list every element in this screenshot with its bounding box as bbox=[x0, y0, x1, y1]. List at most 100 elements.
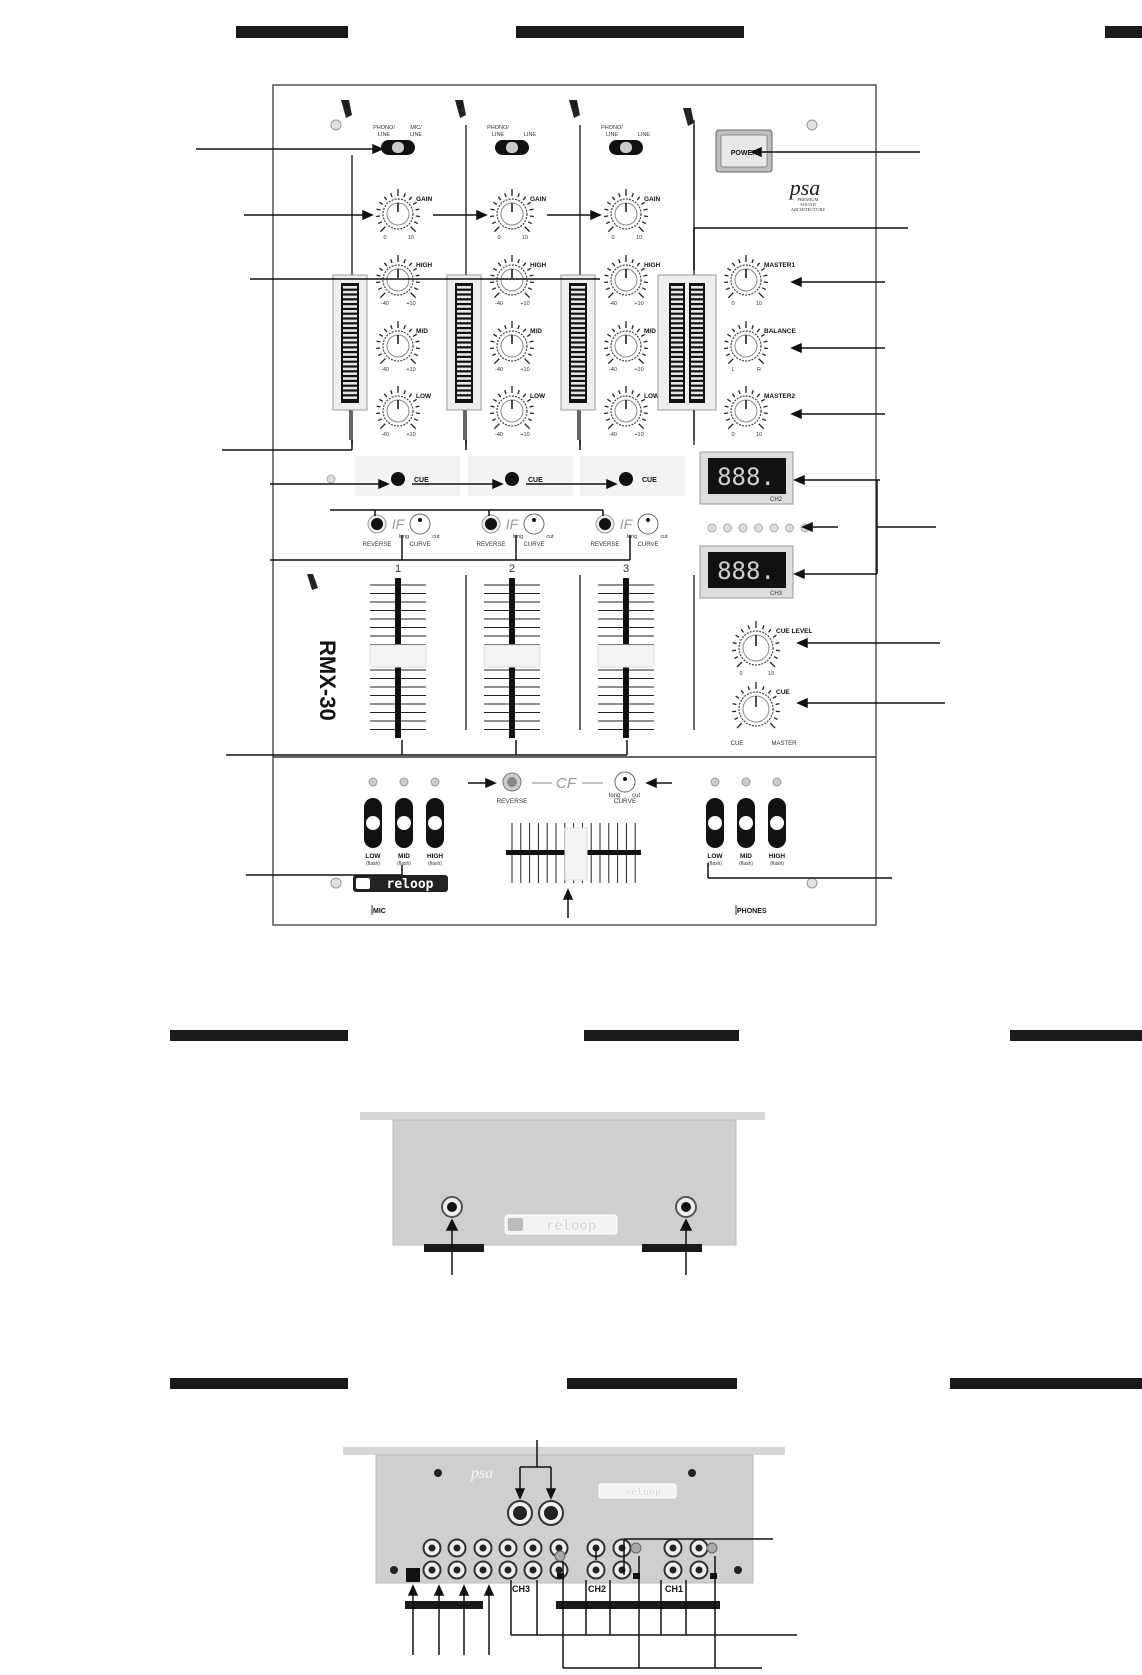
meter-segment bbox=[343, 391, 357, 395]
mic-jack[interactable] bbox=[441, 1196, 463, 1218]
rec-out-top-1[interactable] bbox=[447, 1538, 467, 1558]
rear-psa-text: psa bbox=[470, 1465, 493, 1482]
if-reverse-label: REVERSE bbox=[363, 542, 392, 548]
low-knob-ch1[interactable]: LOW-40+10 bbox=[376, 386, 432, 438]
rec-out-bot-1[interactable] bbox=[447, 1560, 467, 1580]
knob-max-label: 10 bbox=[768, 671, 774, 677]
arrow-head bbox=[562, 888, 574, 900]
cue-button-ch3[interactable] bbox=[619, 472, 633, 486]
rear-screw-left bbox=[390, 1566, 398, 1574]
mid-knob-ch3[interactable]: MID-40+10 bbox=[604, 321, 656, 373]
jack-pin bbox=[428, 1566, 436, 1574]
aux-bot[interactable] bbox=[498, 1560, 518, 1580]
ch2-in-bot-1[interactable] bbox=[612, 1560, 632, 1580]
ch2-in-top-1[interactable] bbox=[612, 1538, 632, 1558]
master-meter-seg-l bbox=[671, 348, 683, 351]
knob-tick bbox=[751, 259, 754, 264]
master-meter-seg-l bbox=[671, 386, 683, 390]
switch-left-label-b: LINE bbox=[606, 132, 619, 138]
rear-screw-right bbox=[734, 1566, 742, 1574]
knob-tick bbox=[410, 226, 417, 233]
left-kill-low[interactable]: LOW(flash) bbox=[364, 777, 382, 867]
phones-jack[interactable] bbox=[675, 1196, 697, 1218]
cue-button-ch1[interactable] bbox=[391, 472, 405, 486]
if-reverse-button-ch1[interactable] bbox=[367, 514, 387, 534]
if-curve-knob-ch2[interactable] bbox=[523, 513, 545, 535]
power-button[interactable]: POWER bbox=[715, 129, 773, 173]
high-knob-ch2[interactable]: HIGH-40+10 bbox=[490, 255, 547, 307]
if-long-label: long bbox=[513, 534, 523, 540]
if-curve-knob-ch3[interactable] bbox=[637, 513, 659, 535]
knob-max-label: R bbox=[757, 367, 761, 373]
ch3-in-bot-0[interactable] bbox=[523, 1560, 543, 1580]
if-curve-knob-ch1[interactable] bbox=[409, 513, 431, 535]
low-knob-ch3[interactable]: LOW-40+10 bbox=[604, 386, 660, 438]
meter-segment bbox=[343, 382, 357, 385]
right-kill-mid[interactable]: MID(flash) bbox=[737, 777, 755, 867]
cue-mix-max-label: MASTER bbox=[771, 741, 797, 747]
if-reverse-button-ch2[interactable] bbox=[481, 514, 501, 534]
ch1-in-top-1[interactable] bbox=[689, 1538, 709, 1558]
ch1-in-top-0[interactable] bbox=[663, 1538, 683, 1558]
if-reverse-button-ch3[interactable] bbox=[595, 514, 615, 534]
knob-tick bbox=[618, 259, 621, 264]
ch2-in-bot-0[interactable] bbox=[586, 1560, 606, 1580]
knob-tick bbox=[376, 405, 381, 408]
crossfader-slider[interactable] bbox=[506, 823, 641, 883]
knob-min-label: -40 bbox=[381, 301, 389, 307]
knob-tick bbox=[524, 358, 531, 365]
master-xlr-out-2[interactable] bbox=[538, 1500, 564, 1526]
rec-out-bot-0[interactable] bbox=[422, 1560, 442, 1580]
rec-out-bot-2[interactable] bbox=[473, 1560, 493, 1580]
knob-tick bbox=[390, 390, 393, 395]
rear-panel: psa reloop CH3 CH2 CH1 bbox=[343, 1440, 797, 1669]
knob-label: LOW bbox=[644, 393, 660, 400]
channel-fader-ch2[interactable]: 2 bbox=[483, 563, 541, 738]
mid-knob-ch2[interactable]: MID-40+10 bbox=[490, 321, 542, 373]
low-knob-ch2[interactable]: LOW-40+10 bbox=[490, 386, 546, 438]
left-kill-high[interactable]: HIGH(flash) bbox=[426, 777, 444, 867]
knob-tick bbox=[607, 358, 614, 365]
ch1-in-bot-0[interactable] bbox=[663, 1560, 683, 1580]
high-knob-ch3[interactable]: HIGH-40+10 bbox=[604, 255, 661, 307]
rec-out-top-0[interactable] bbox=[422, 1538, 442, 1558]
master-xlr-out-1[interactable] bbox=[507, 1500, 533, 1526]
right-kill-high[interactable]: HIGH(flash) bbox=[768, 777, 786, 867]
left-kill-mid[interactable]: MID(flash) bbox=[395, 777, 413, 867]
cf-reverse-button[interactable] bbox=[502, 772, 522, 792]
meter-segment bbox=[343, 300, 357, 303]
high-knob-ch1[interactable]: HIGH-40+10 bbox=[376, 255, 433, 307]
knob-min-label: -40 bbox=[609, 432, 617, 438]
right-kill-low[interactable]: LOW(flash) bbox=[706, 777, 724, 867]
cue-button-ch2[interactable] bbox=[505, 472, 519, 486]
ch3-in-top-0[interactable] bbox=[523, 1538, 543, 1558]
knob-tick bbox=[727, 333, 732, 337]
mid-knob-ch1[interactable]: MID-40+10 bbox=[376, 321, 428, 373]
heading-bar-3-center bbox=[567, 1378, 737, 1389]
kill-thumb bbox=[770, 816, 784, 830]
channel-fader-ch1[interactable]: 1 bbox=[369, 563, 427, 738]
ch1-in-bot-1[interactable] bbox=[689, 1560, 709, 1580]
rec-out-top-2[interactable] bbox=[473, 1538, 493, 1558]
arrow-head bbox=[378, 478, 390, 490]
kill-led bbox=[710, 777, 720, 787]
cf-curve-knob[interactable] bbox=[614, 771, 636, 793]
aux-top[interactable] bbox=[498, 1538, 518, 1558]
knob-tick bbox=[758, 358, 765, 365]
channel-fader-ch3[interactable]: 3 bbox=[597, 563, 655, 738]
knob-tick bbox=[408, 262, 413, 267]
reloop-logo-top-text: reloop bbox=[387, 877, 434, 892]
